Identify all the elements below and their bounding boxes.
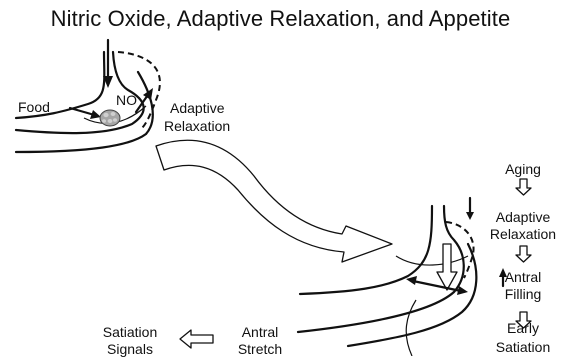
cascade-adaptive: Adaptive (478, 209, 561, 225)
antral-stretch-line1: Antral (220, 324, 300, 340)
food-label: Food (18, 99, 50, 115)
cascade-arrows (499, 179, 531, 328)
stretch-double-arrow-line (413, 281, 461, 291)
adaptive-label: Adaptive (170, 100, 224, 116)
cascade-antral: Antral (478, 269, 561, 285)
bottom-entry-arrowhead (466, 212, 474, 220)
food-bolus (100, 110, 120, 126)
bottom-stomach-outer-wall (348, 244, 476, 346)
antrum-filling-arrow (437, 244, 457, 290)
top-stomach (16, 40, 160, 152)
cascade-early: Early (478, 320, 561, 336)
cascade-satiation: Satiation (478, 339, 561, 355)
relaxation-label: Relaxation (164, 118, 230, 134)
bottom-stomach-wave-line (406, 300, 416, 356)
relaxation-down-arrow (516, 246, 531, 262)
satiation-signals-arrow (180, 330, 213, 348)
food-pointer-arrowhead (90, 110, 101, 119)
aging-down-arrow (516, 179, 531, 195)
bottom-stomach-contents-line (396, 256, 468, 265)
satiation-signals-line1: Satiation (80, 324, 180, 340)
cascade-aging: Aging (478, 161, 561, 177)
transition-arrow (156, 140, 392, 262)
cascade-filling: Filling (478, 286, 561, 302)
satiation-signals-line2: Signals (80, 341, 180, 357)
bottom-stomach-inner-wall (298, 206, 464, 332)
cascade-relaxation: Relaxation (478, 226, 561, 242)
no-label: NO (116, 92, 137, 108)
antral-stretch-line2: Stretch (220, 341, 300, 357)
